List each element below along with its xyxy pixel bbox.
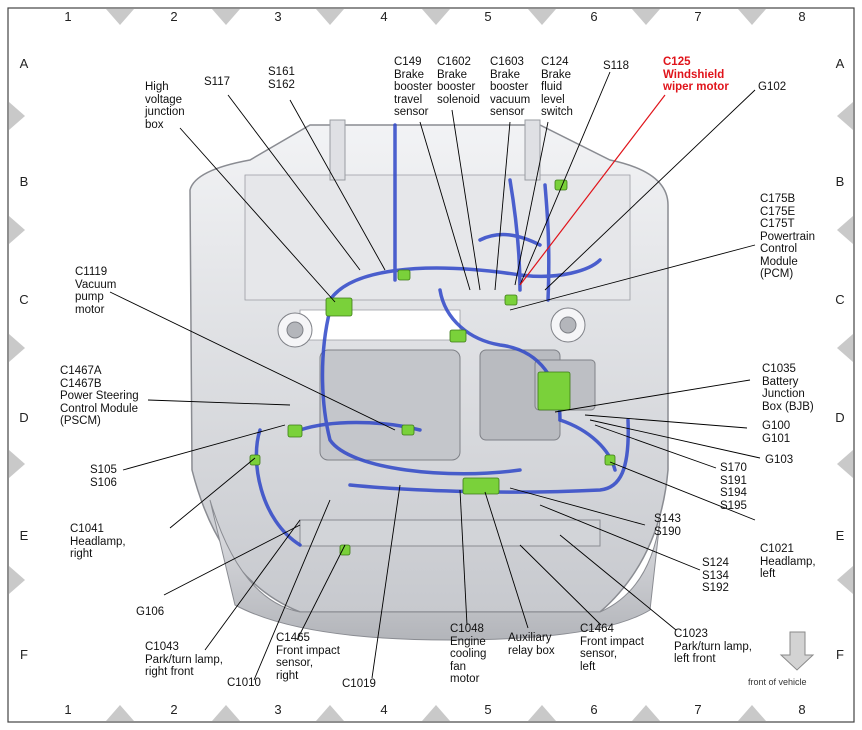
label-c1021-headlamp-left: C1021 Headlamp, left (760, 543, 816, 580)
label-c1048-cooling-fan: C1048 Engine cooling fan motor (450, 623, 487, 685)
front-arrow-icon (779, 631, 815, 671)
label-s161-s162: S161 S162 (268, 66, 295, 91)
label-c1464-impact-left: C1464 Front impact sensor, left (580, 623, 644, 673)
label-c1035-bjb: C1035 Battery Junction Box (BJB) (762, 363, 814, 413)
label-c149-brake-booster-travel: C149 Brake booster travel sensor (394, 56, 433, 118)
label-s105-s106: S105 S106 (90, 464, 117, 489)
row-label-c: C (19, 292, 29, 307)
label-c1041-headlamp-right: C1041 Headlamp, right (70, 523, 126, 560)
col-label-5-bottom: 5 (484, 702, 492, 717)
leader-lines (109, 71, 761, 681)
label-s117: S117 (204, 76, 231, 88)
label-c1043-park-turn-right: C1043 Park/turn lamp, right front (145, 641, 223, 678)
front-of-vehicle-label: front of vehicle (748, 677, 807, 687)
col-label-5: 5 (484, 9, 492, 24)
row-label-a: A (19, 56, 29, 71)
row-label-c-right: C (835, 292, 845, 307)
col-label-2: 2 (170, 9, 178, 24)
label-g106: G106 (136, 606, 165, 618)
label-c1119-vacuum-pump: C1119 Vacuum pump motor (75, 266, 117, 316)
label-s124-s192: S124 S134 S192 (702, 557, 729, 594)
label-c1465-impact-right: C1465 Front impact sensor, right (276, 632, 340, 682)
label-c1019: C1019 (342, 678, 376, 690)
label-g100-g101: G100 G101 (762, 420, 791, 445)
col-label-8: 8 (798, 9, 806, 24)
row-label-e-right: E (835, 528, 845, 543)
col-label-7-bottom: 7 (694, 702, 702, 717)
row-label-f: F (20, 647, 28, 662)
label-c175-pcm: C175B C175E C175T Powertrain Control Mod… (760, 193, 815, 280)
col-label-4-bottom: 4 (380, 702, 388, 717)
label-c1603-brake-booster-vacuum: C1603 Brake booster vacuum sensor (490, 56, 531, 118)
row-label-e: E (19, 528, 29, 543)
row-label-d: D (19, 410, 29, 425)
col-label-1-bottom: 1 (64, 702, 72, 717)
label-c124-brake-fluid-switch: C124 Brake fluid level switch (541, 56, 573, 118)
grid-markers (9, 9, 853, 721)
row-label-f-right: F (836, 647, 844, 662)
col-label-8-bottom: 8 (798, 702, 806, 717)
col-label-3-bottom: 3 (274, 702, 282, 717)
row-label-a-right: A (835, 56, 845, 71)
label-auxiliary-relay-box: Auxiliary relay box (508, 632, 555, 657)
label-high-voltage-junction-box: High voltage junction box (145, 81, 185, 131)
connectors (249, 179, 616, 556)
label-g103: G103 (765, 454, 794, 466)
label-c1467-pscm: C1467A C1467B Power Steering Control Mod… (60, 365, 139, 427)
vehicle-body (189, 119, 669, 641)
row-label-d-right: D (835, 410, 845, 425)
label-g102: G102 (758, 81, 787, 93)
label-c1023-park-turn-left: C1023 Park/turn lamp, left front (674, 628, 752, 665)
col-label-2-bottom: 2 (170, 702, 178, 717)
label-c1010: C1010 (227, 677, 261, 689)
col-label-4: 4 (380, 9, 388, 24)
col-label-1: 1 (64, 9, 72, 24)
label-c125-windshield-wiper-motor: C125 Windshield wiper motor (663, 56, 729, 93)
highlight-leader (519, 94, 666, 286)
col-label-3: 3 (274, 9, 282, 24)
row-label-b: B (19, 174, 29, 189)
label-c1602-brake-booster-solenoid: C1602 Brake booster solenoid (437, 56, 480, 106)
col-label-6-bottom: 6 (590, 702, 598, 717)
row-label-b-right: B (835, 174, 845, 189)
label-s170-s195: S170 S191 S194 S195 (720, 462, 747, 512)
label-s143-s190: S143 S190 (654, 513, 681, 538)
label-s118: S118 (603, 60, 630, 72)
col-label-6: 6 (590, 9, 598, 24)
col-label-7: 7 (694, 9, 702, 24)
